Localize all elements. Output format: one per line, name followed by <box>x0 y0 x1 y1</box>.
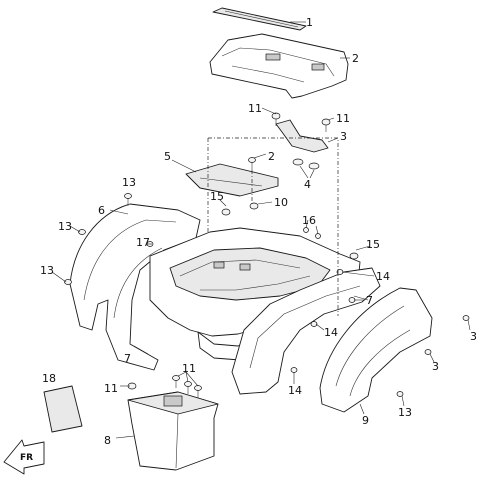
callout-13-c: 13 <box>40 264 54 277</box>
front-arrow-label: FR <box>20 453 33 463</box>
callout-15-b: 15 <box>366 238 380 251</box>
bolt-11-a <box>271 112 281 126</box>
callout-10: 10 <box>274 196 288 209</box>
callout-14-b: 14 <box>324 326 338 339</box>
part-18-flat-panel <box>43 385 83 433</box>
fasteners <box>64 112 470 398</box>
callout-2-bolt: 2 <box>268 150 275 163</box>
callout-11-d: 11 <box>182 362 196 375</box>
callout-13-b: 13 <box>58 220 72 233</box>
nut-10 <box>249 202 259 210</box>
part-8-storage-box <box>115 391 219 471</box>
callout-15-a: 15 <box>210 190 224 203</box>
callout-13-a: 13 <box>122 176 136 189</box>
callout-11-a: 11 <box>248 102 262 115</box>
callout-11-c: 11 <box>104 382 118 395</box>
bolt-11-b <box>321 118 331 132</box>
bolt-11-d <box>172 375 180 388</box>
callout-3-screw-a: 3 <box>470 330 477 343</box>
callout-11-b: 11 <box>336 112 350 125</box>
callout-18: 18 <box>42 372 56 385</box>
bolt-14-b <box>310 321 318 327</box>
callout-3-screw-b: 3 <box>432 360 439 373</box>
clip-16-a <box>303 227 309 233</box>
screw-3-a <box>462 315 470 321</box>
screw-13-d <box>396 391 404 397</box>
bolt-14-c <box>290 367 298 373</box>
part-9-splash-panel <box>319 287 433 415</box>
callout-8: 8 <box>104 434 111 447</box>
callout-1: 1 <box>306 16 313 29</box>
screw-3-b <box>424 349 432 355</box>
callout-14-c: 14 <box>288 384 302 397</box>
callout-7-right: 7 <box>366 294 373 307</box>
callout-4: 4 <box>304 178 311 191</box>
callout-2-carrier: 2 <box>352 52 359 65</box>
callout-3-bracket: 3 <box>340 130 347 143</box>
leader-lines <box>51 107 471 407</box>
part-1-top-rail <box>212 7 307 31</box>
part-3-bracket <box>275 119 339 153</box>
callout-6: 6 <box>98 204 105 217</box>
callout-17: 17 <box>136 236 150 249</box>
callout-7-fender: 7 <box>124 352 131 365</box>
nut-15-b <box>349 252 359 260</box>
callout-16: 16 <box>302 214 316 227</box>
part-7-right-fender <box>231 267 381 395</box>
bolt-11-e <box>184 381 192 394</box>
bolt-13-a <box>124 193 132 206</box>
part-5-cover-plate <box>171 159 279 197</box>
part-6-left-fender <box>69 203 201 371</box>
callout-5: 5 <box>164 150 171 163</box>
clip-16-b <box>315 233 321 239</box>
bolt-2 <box>248 157 256 170</box>
dashed-assembly-box <box>207 137 339 316</box>
callout-labels: 1 2 2 3 3 3 4 5 6 7 7 7 8 9 10 11 11 11 … <box>40 16 477 447</box>
bolt-13-b <box>78 229 86 235</box>
front-direction-arrow-icon: FR <box>3 439 45 475</box>
bolt-13-c <box>64 279 72 285</box>
nut-15-a <box>221 208 231 216</box>
callout-9: 9 <box>362 414 369 427</box>
part-2-rear-carrier <box>209 33 350 99</box>
bolt-11-f <box>194 385 202 398</box>
part-4-washers <box>292 158 320 179</box>
main-rack-body <box>149 227 361 361</box>
callout-14-a: 14 <box>376 270 390 283</box>
callout-13-d: 13 <box>398 406 412 419</box>
